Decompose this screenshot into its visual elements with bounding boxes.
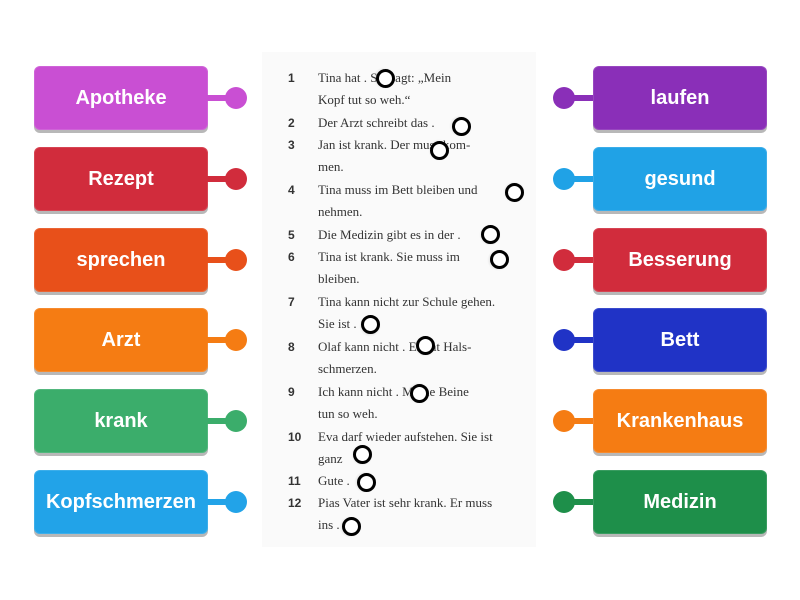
word-label: gesund (644, 167, 716, 190)
connector-line (571, 418, 593, 424)
item-number: 1 (288, 71, 295, 85)
word-label: Rezept (88, 167, 154, 190)
item-text: Sie ist . (318, 316, 357, 331)
word-medizin[interactable]: Medizin (593, 470, 767, 534)
drop-target[interactable] (452, 117, 471, 136)
word-laufen[interactable]: laufen (593, 66, 767, 130)
connector-line (571, 95, 593, 101)
drop-target[interactable] (353, 445, 372, 464)
drop-target[interactable] (416, 336, 435, 355)
item-number: 5 (288, 228, 295, 242)
item-number: 10 (288, 430, 302, 444)
item-text: Ich kann nicht . Meine Beine (318, 384, 469, 399)
word-krank[interactable]: krank (34, 389, 208, 453)
drop-target[interactable] (376, 69, 395, 88)
item-text: Gute . (318, 473, 350, 488)
drop-target[interactable] (342, 517, 361, 536)
match-dot[interactable] (225, 87, 247, 109)
connector-line (207, 95, 229, 101)
match-dot[interactable] (225, 410, 247, 432)
item-text: Eva darf wieder aufstehen. Sie ist (318, 429, 493, 444)
item-number: 3 (288, 138, 295, 152)
item-text: Kopf tut so weh.“ (318, 92, 411, 107)
item-text: Tina ist krank. Sie muss im (318, 249, 460, 264)
connector-line (571, 337, 593, 343)
connector-line (571, 499, 593, 505)
item-number: 12 (288, 496, 302, 510)
word-label: Apotheke (75, 86, 167, 109)
item-number: 8 (288, 340, 295, 354)
word-rezept[interactable]: Rezept (34, 147, 208, 211)
item-text: bleiben. (318, 271, 360, 286)
connector-line (207, 257, 229, 263)
item-number: 11 (288, 474, 301, 488)
drop-target[interactable] (490, 250, 509, 269)
item-number: 7 (288, 295, 295, 309)
match-dot[interactable] (553, 168, 575, 190)
item-text: Tina muss im Bett bleiben und (318, 182, 478, 197)
connector-line (207, 176, 229, 182)
match-dot[interactable] (553, 87, 575, 109)
item-number: 4 (288, 183, 295, 197)
drop-target[interactable] (357, 473, 376, 492)
exercise-sheet: 1 Tina hat . Sie sagt: „Mein Kopf tut so… (262, 52, 536, 547)
word-label: Kopfschmerzen (45, 490, 197, 513)
word-krankenhaus[interactable]: Krankenhaus (593, 389, 767, 453)
word-besserung[interactable]: Besserung (593, 228, 767, 292)
word-label: Medizin (643, 490, 717, 513)
word-bett[interactable]: Bett (593, 308, 767, 372)
item-number: 2 (288, 116, 295, 130)
item-text: Jan ist krank. Der muss kom- (318, 137, 471, 152)
word-label: sprechen (76, 248, 166, 271)
match-dot[interactable] (225, 249, 247, 271)
word-label: Krankenhaus (616, 409, 744, 432)
match-dot[interactable] (225, 168, 247, 190)
word-sprechen[interactable]: sprechen (34, 228, 208, 292)
word-label: krank (94, 409, 148, 432)
item-text: schmerzen. (318, 361, 377, 376)
word-label: Arzt (101, 328, 141, 351)
connector-line (571, 257, 593, 263)
item-text: Die Medizin gibt es in der . (318, 227, 461, 242)
connector-line (571, 176, 593, 182)
item-text: nehmen. (318, 204, 363, 219)
match-dot[interactable] (225, 329, 247, 351)
match-dot[interactable] (553, 491, 575, 513)
word-kopfschmerzen[interactable]: Kopfschmerzen (34, 470, 208, 534)
connector-line (207, 418, 229, 424)
word-label: Bett (660, 328, 700, 351)
drop-target[interactable] (410, 384, 429, 403)
item-text: Der Arzt schreibt das . (318, 115, 435, 130)
drop-target[interactable] (505, 183, 524, 202)
item-number: 6 (288, 250, 295, 264)
word-arzt[interactable]: Arzt (34, 308, 208, 372)
connector-line (207, 499, 229, 505)
word-apotheke[interactable]: Apotheke (34, 66, 208, 130)
item-text: men. (318, 159, 344, 174)
item-text: Pias Vater ist sehr krank. Er muss (318, 495, 493, 510)
connector-line (207, 337, 229, 343)
match-dot[interactable] (553, 329, 575, 351)
drop-target[interactable] (430, 141, 449, 160)
match-dot[interactable] (225, 491, 247, 513)
item-number: 9 (288, 385, 295, 399)
item-text: Tina hat . Sie sagt: „Mein (318, 70, 452, 85)
item-text: Tina kann nicht zur Schule gehen. (318, 294, 496, 309)
item-text: ins . (318, 517, 340, 532)
match-dot[interactable] (553, 249, 575, 271)
drop-target[interactable] (481, 225, 500, 244)
match-dot[interactable] (553, 410, 575, 432)
word-label: Besserung (628, 248, 732, 271)
item-text: ganz (318, 451, 343, 466)
word-gesund[interactable]: gesund (593, 147, 767, 211)
drop-target[interactable] (361, 315, 380, 334)
item-text: tun so weh. (318, 406, 378, 421)
word-label: laufen (650, 86, 710, 109)
